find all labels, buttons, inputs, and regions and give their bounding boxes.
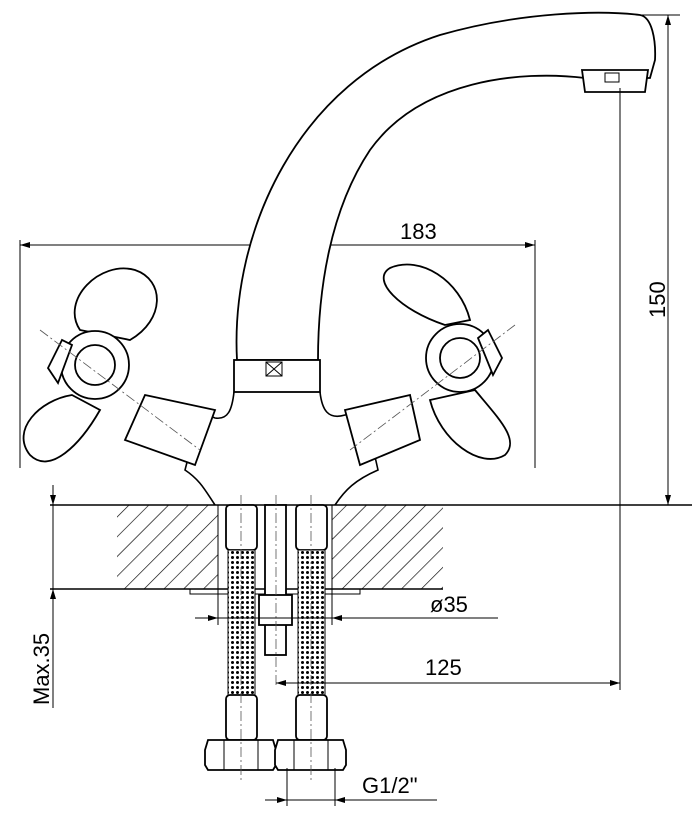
height-dimension: 150	[620, 14, 680, 505]
right-handle[interactable]	[343, 263, 516, 467]
left-hose	[204, 495, 277, 780]
height-label: 150	[645, 281, 670, 318]
thickness-dimension: Max.35	[29, 485, 56, 708]
thickness-label: Max.35	[29, 633, 54, 705]
right-hose	[274, 495, 347, 780]
thread-label: G1/2"	[362, 773, 418, 798]
thread-dimension: G1/2"	[265, 768, 437, 806]
width-label: 183	[400, 219, 437, 244]
countertop	[50, 504, 692, 595]
reach-label: 125	[425, 655, 462, 680]
mounting-rod	[258, 495, 293, 685]
hole-diameter-dimension: ø35	[195, 505, 498, 625]
spout	[233, 11, 657, 393]
reach-dimension: 125	[276, 88, 621, 690]
hole-diameter-label: ø35	[430, 592, 468, 617]
left-handle[interactable]	[22, 267, 217, 467]
